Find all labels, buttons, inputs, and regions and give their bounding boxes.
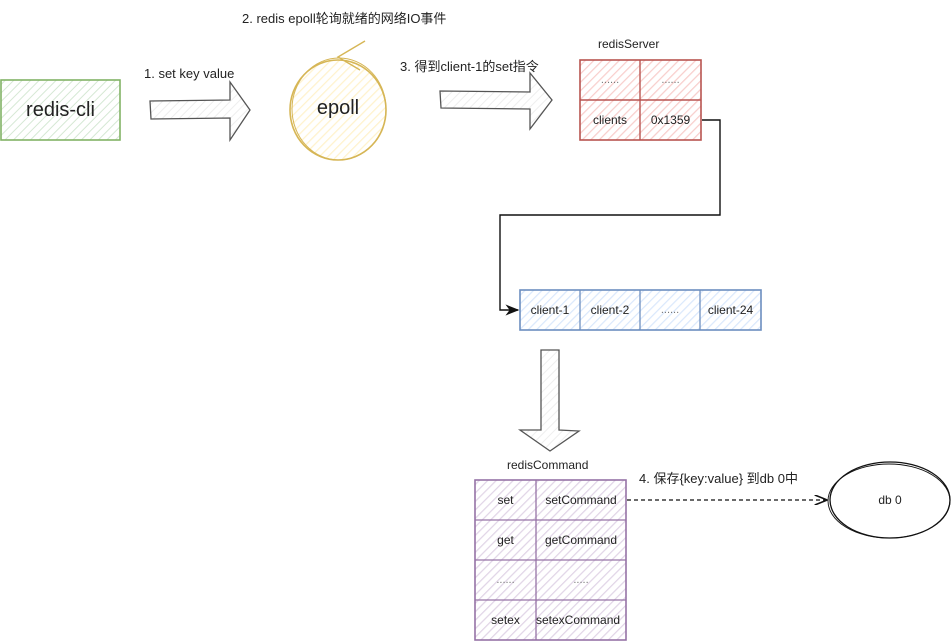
redis-command-table: [474, 479, 627, 641]
block-arrow-step1: [149, 79, 251, 143]
step1-label: 1. set key value: [144, 66, 235, 81]
command-name-cell: ......: [496, 574, 515, 586]
clients-array: [519, 289, 762, 331]
redis-server-clients-field: clients: [592, 113, 627, 127]
epoll-label: epoll: [316, 96, 360, 119]
client-cell: ......: [660, 304, 680, 316]
block-arrow-step3: [439, 71, 553, 131]
command-func-cell: setexCommand: [536, 613, 621, 627]
command-name-cell: get: [497, 533, 514, 547]
step3-label: 3. 得到client-1的set指令: [400, 59, 539, 74]
command-func-cell: setCommand: [545, 493, 617, 507]
db0-node[interactable]: [827, 461, 951, 539]
redis-server-clients-pointer: 0x1359: [650, 113, 691, 127]
pointer-connector: [499, 119, 721, 316]
command-func-cell: .....: [573, 574, 589, 586]
client-cell: client-24: [707, 303, 754, 317]
command-func-cell: getCommand: [544, 533, 618, 547]
redis-server-cell: ......: [600, 74, 620, 86]
db0-label: db 0: [878, 493, 902, 507]
redis-server-cell: ......: [661, 74, 680, 86]
block-arrow-down: [517, 349, 581, 452]
epoll-node[interactable]: [289, 40, 387, 161]
step2-label: 2. redis epoll轮询就绪的网络IO事件: [242, 11, 447, 26]
redis-server-table: [579, 59, 702, 141]
client-cell: client-1: [530, 303, 570, 317]
command-name-cell: set: [497, 493, 514, 507]
redis-cli-label: redis-cli: [26, 98, 95, 121]
command-name-cell: setex: [491, 613, 520, 627]
redis-command-title: redisCommand: [507, 458, 589, 472]
redis-cli-node[interactable]: [0, 79, 121, 141]
client-cell: client-2: [590, 303, 630, 317]
loop-arrow-icon: [336, 40, 366, 71]
redis-server-title: redisServer: [598, 37, 660, 51]
step4-label: 4. 保存{key:value} 到db 0中: [639, 471, 798, 486]
